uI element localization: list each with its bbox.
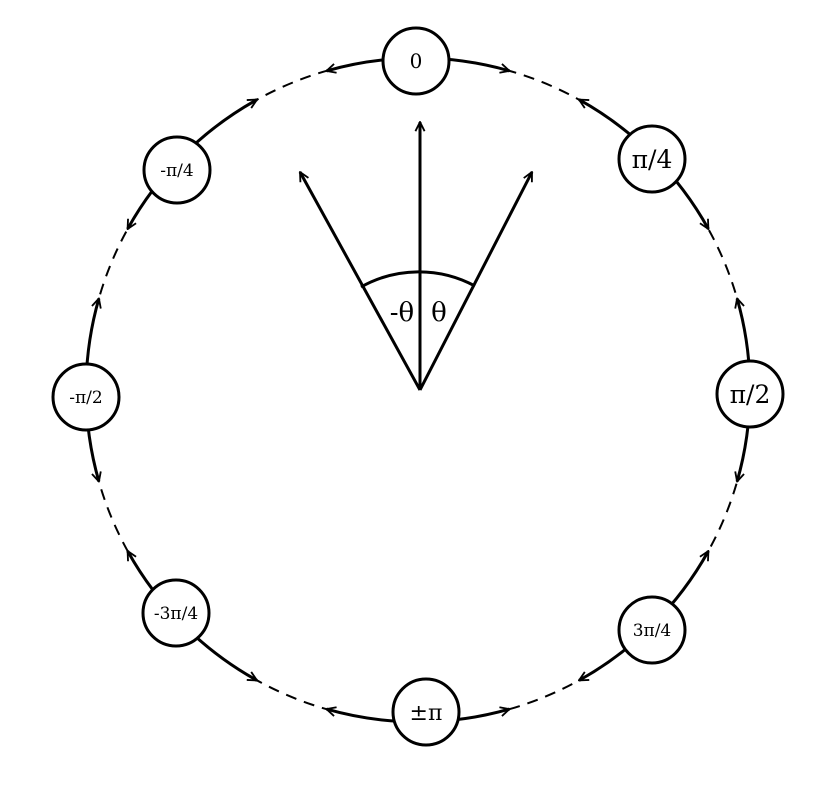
node-label: π/2 — [730, 380, 771, 409]
center-vectors: -θ θ — [298, 122, 534, 391]
theta-angle-arc — [360, 270, 476, 289]
pos-theta-vector — [418, 172, 534, 391]
node-label: -3π/4 — [154, 604, 198, 624]
node-label: π/4 — [632, 145, 673, 174]
pos-theta-label: θ — [431, 298, 447, 328]
node-pi-4: π/4 — [617, 124, 687, 194]
node-neg-pi-2: -π/2 — [51, 362, 121, 432]
node-3pi-4: 3π/4 — [617, 595, 687, 665]
node-label: 0 — [410, 49, 423, 73]
neg-theta-vector — [298, 172, 422, 391]
node-neg-pi-4: -π/4 — [142, 135, 212, 205]
neg-theta-label: -θ — [390, 298, 414, 328]
angle-nodes: 0 π/4 π/2 3π/4 ±π -3π/4 -π/2 -π/4 — [51, 26, 785, 747]
node-label: 3π/4 — [633, 621, 672, 641]
node-label: ±π — [410, 701, 443, 726]
node-label: -π/2 — [69, 388, 102, 408]
node-pm-pi: ±π — [391, 677, 461, 747]
node-pi-2: π/2 — [715, 359, 785, 429]
node-label: -π/4 — [160, 161, 193, 181]
node-neg-3pi-4: -3π/4 — [141, 578, 211, 648]
node-0: 0 — [381, 26, 451, 96]
